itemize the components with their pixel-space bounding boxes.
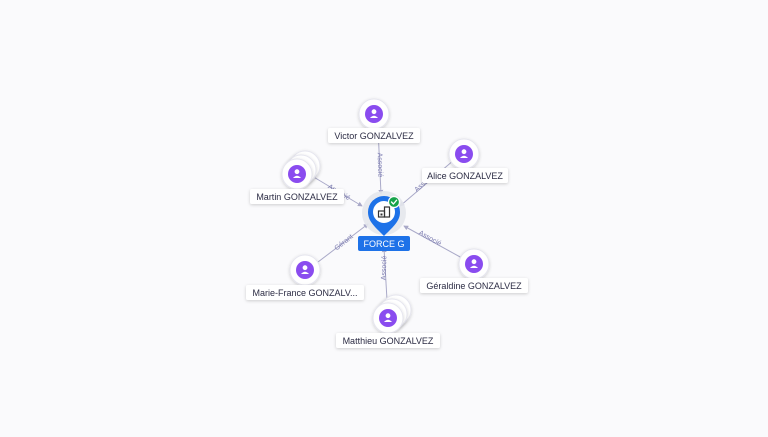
- label-marie-france[interactable]: Marie-France GONZALV...: [246, 285, 364, 300]
- node-matthieu[interactable]: [372, 294, 412, 334]
- person-nodes: [281, 98, 490, 334]
- person-icon: [365, 105, 383, 123]
- node-alice[interactable]: [448, 138, 480, 170]
- verified-badge-icon: [387, 195, 401, 209]
- edge-label-marie: Gérant: [333, 233, 354, 252]
- label-geraldine[interactable]: Géraldine GONZALVEZ: [420, 278, 528, 293]
- person-icon: [379, 309, 397, 327]
- label-alice[interactable]: Alice GONZALVEZ: [422, 168, 508, 183]
- node-name: Martin GONZALVEZ: [256, 192, 338, 202]
- node-name: Marie-France GONZALV...: [252, 288, 357, 298]
- edge-label-geraldine: Associé: [417, 230, 442, 248]
- edge-label-matthieu: Associé: [381, 255, 389, 280]
- edge-marie: [317, 223, 369, 263]
- center-name: FORCE G: [363, 239, 404, 249]
- label-matthieu[interactable]: Matthieu GONZALVEZ: [336, 333, 440, 348]
- node-victor[interactable]: [358, 98, 390, 130]
- label-victor[interactable]: Victor GONZALVEZ: [328, 128, 420, 143]
- node-marie-france[interactable]: [289, 254, 321, 286]
- node-martin[interactable]: [281, 150, 321, 190]
- building-icon: [377, 206, 391, 218]
- node-name: Alice GONZALVEZ: [427, 171, 503, 181]
- center-node[interactable]: FORCE G: [358, 191, 410, 251]
- label-martin[interactable]: Martin GONZALVEZ: [250, 189, 344, 204]
- edge-matthieu: [381, 247, 388, 301]
- node-name: Victor GONZALVEZ: [334, 131, 414, 141]
- person-icon: [455, 145, 473, 163]
- person-icon: [288, 165, 306, 183]
- person-icon: [465, 255, 483, 273]
- edge-label-victor: Associé: [376, 153, 384, 178]
- node-name: Géraldine GONZALVEZ: [426, 281, 522, 291]
- person-icon: [296, 261, 314, 279]
- node-labels: Victor GONZALVEZ Alice GONZALVEZ Martin …: [246, 128, 528, 348]
- edge-geraldine: [403, 225, 463, 259]
- node-geraldine[interactable]: [458, 248, 490, 280]
- node-name: Matthieu GONZALVEZ: [343, 336, 434, 346]
